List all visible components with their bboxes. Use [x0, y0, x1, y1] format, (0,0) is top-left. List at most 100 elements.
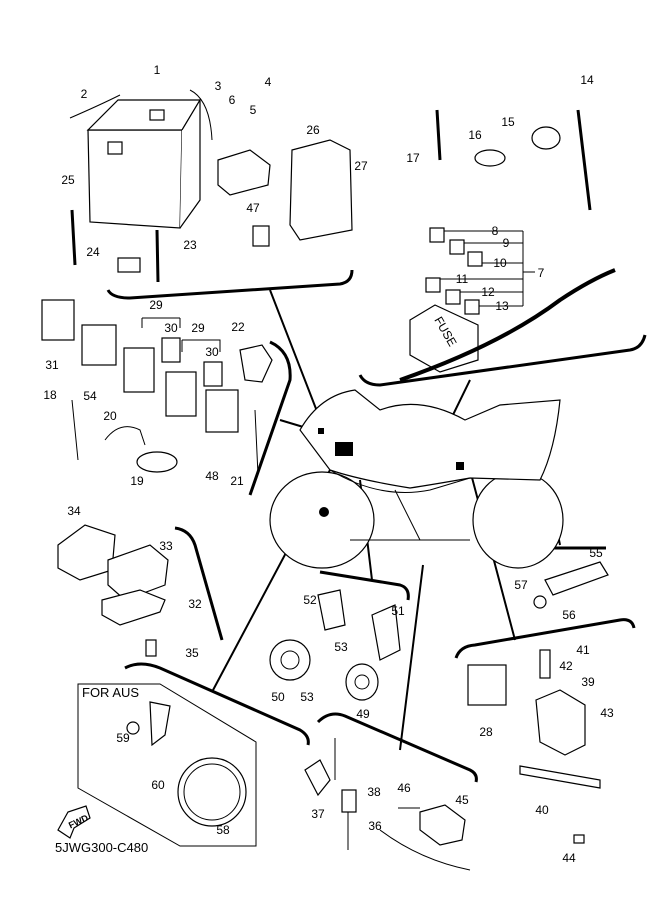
group-bracket-fuse: [358, 334, 647, 387]
callout-19: 19: [130, 474, 144, 488]
callout-21: 21: [230, 474, 244, 488]
callout-14: 14: [580, 73, 594, 87]
for-aus-box: [77, 683, 257, 847]
callout-58: 58: [216, 823, 230, 837]
group-bracket-battery: [106, 269, 354, 300]
callout-30: 30: [205, 345, 219, 359]
callout-55: 55: [589, 546, 603, 560]
damper-16: [474, 149, 506, 167]
callout-60: 60: [151, 778, 165, 792]
holder-15: [531, 126, 561, 150]
cable-ties: [70, 109, 592, 283]
group-bracket-horn: [319, 570, 410, 601]
callout-37: 37: [311, 807, 325, 821]
callout-24: 24: [86, 245, 100, 259]
switches: [304, 738, 471, 871]
reflector-side: [544, 561, 609, 596]
callout-56: 56: [562, 608, 576, 622]
relays: [41, 299, 273, 476]
callout-53: 53: [300, 690, 314, 704]
bolt-41: [539, 649, 551, 679]
callout-7: 7: [538, 266, 545, 280]
callout-48: 48: [205, 469, 219, 483]
callout-49: 49: [356, 707, 370, 721]
group-bracket-switch: [316, 712, 478, 783]
nut-44: [573, 834, 585, 844]
callout-40: 40: [535, 803, 549, 817]
callout-31: 31: [45, 358, 59, 372]
battery: [69, 89, 213, 229]
callout-34: 34: [67, 504, 81, 518]
nut-56: [533, 595, 547, 609]
callout-18: 18: [43, 388, 57, 402]
callout-12: 12: [481, 285, 495, 299]
callout-26: 26: [306, 123, 320, 137]
horns: [269, 589, 401, 701]
callout-45: 45: [455, 793, 469, 807]
callout-13: 13: [495, 299, 509, 313]
group-bracket-aus: [124, 662, 310, 746]
callout-44: 44: [562, 851, 576, 865]
callout-50: 50: [271, 690, 285, 704]
callout-32: 32: [188, 597, 202, 611]
callout-28: 28: [479, 725, 493, 739]
callout-5: 5: [250, 103, 257, 117]
callout-16: 16: [468, 128, 482, 142]
callout-33: 33: [159, 539, 173, 553]
callout-47: 47: [246, 201, 260, 215]
callout-20: 20: [103, 409, 117, 423]
group-bracket-starter-relay: [174, 526, 224, 641]
callout-39: 39: [581, 675, 595, 689]
callout-15: 15: [501, 115, 515, 129]
diagram-code: 5JWG300-C480: [55, 840, 148, 855]
starter-relay-4: [217, 149, 271, 196]
group-bracket-igniter: [454, 618, 636, 659]
callout-42: 42: [559, 659, 573, 673]
igniter-28: [467, 664, 507, 706]
callout-57: 57: [514, 578, 528, 592]
bracket-60: [149, 701, 171, 747]
group-bracket-relays: [248, 340, 292, 496]
callout-51: 51: [391, 604, 405, 618]
callout-38: 38: [367, 785, 381, 799]
callout-11: 11: [456, 272, 469, 286]
nut-59: [126, 721, 140, 735]
clamp-24: [117, 257, 141, 273]
callout-43: 43: [600, 706, 614, 720]
callout-54: 54: [83, 389, 97, 403]
callout-27: 27: [354, 159, 368, 173]
bracket-40: [519, 765, 601, 789]
callout-9: 9: [503, 236, 510, 250]
callout-23: 23: [183, 238, 197, 252]
callout-52: 52: [303, 593, 317, 607]
callout-8: 8: [492, 224, 499, 238]
callout-30: 30: [164, 321, 178, 335]
callout-29: 29: [191, 321, 205, 335]
callout-35: 35: [185, 646, 199, 660]
starter-relay: [57, 524, 169, 657]
callout-53: 53: [334, 640, 348, 654]
callout-3: 3: [215, 79, 222, 93]
callout-46: 46: [397, 781, 411, 795]
ignitor-unit-39: [535, 689, 586, 756]
callout-36: 36: [368, 819, 382, 833]
callout-17: 17: [406, 151, 420, 165]
callout-10: 10: [493, 256, 507, 270]
callout-1: 1: [154, 63, 161, 77]
callout-59: 59: [116, 731, 130, 745]
region-note: FOR AUS: [82, 685, 139, 700]
wire-harness: [399, 268, 616, 382]
callout-6: 6: [229, 93, 236, 107]
fuses: [425, 227, 535, 315]
callout-25: 25: [61, 173, 75, 187]
reflector-rear-58: [177, 757, 247, 827]
fwd-arrow-icon: [57, 805, 91, 839]
callout-22: 22: [231, 320, 245, 334]
callout-41: 41: [576, 643, 590, 657]
callout-4: 4: [265, 75, 272, 89]
connector-47: [252, 225, 270, 247]
rectifier-regulator: [289, 139, 353, 241]
